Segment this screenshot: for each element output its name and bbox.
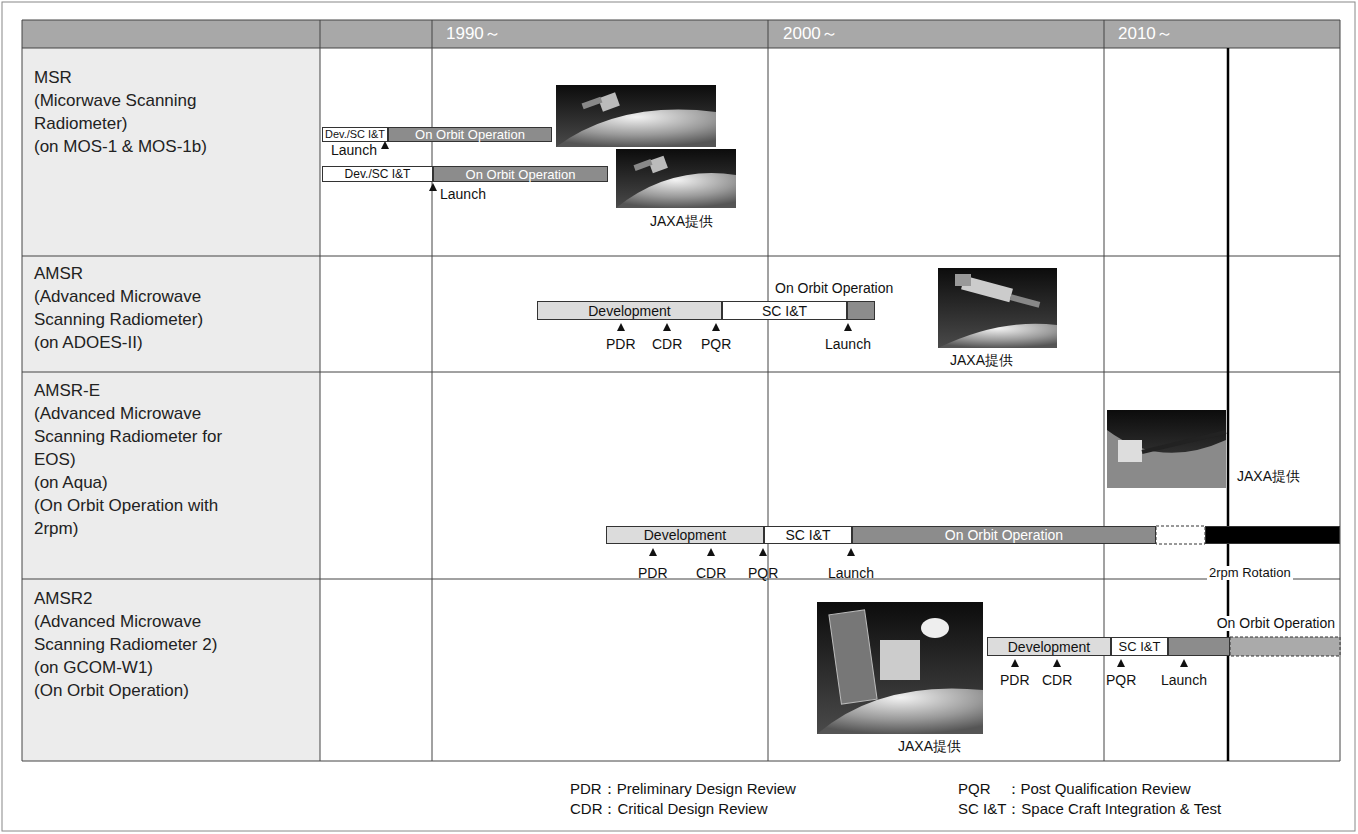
satellite-photo bbox=[556, 85, 716, 147]
timeline-bar: Development bbox=[537, 301, 722, 320]
row-title: (Advanced Microwave Scanning Radiometer) bbox=[34, 285, 234, 331]
credit-label: JAXA提供 bbox=[950, 352, 1013, 368]
bar-label: On Orbit Operation bbox=[773, 281, 895, 296]
bar-label: On Orbit Operation bbox=[415, 128, 525, 141]
row-title: (on GCOM-W1) bbox=[34, 656, 234, 679]
bar-label: Development bbox=[1008, 640, 1091, 654]
timeline-bar: SC I&T bbox=[764, 526, 852, 544]
credit-label: JAXA提供 bbox=[898, 738, 961, 754]
milestone-label: CDR bbox=[696, 565, 726, 581]
glossary-entry: SC I&T：Space Craft Integration & Test bbox=[958, 800, 1221, 817]
milestone-label: CDR bbox=[652, 336, 682, 352]
planned-segment bbox=[1230, 637, 1340, 656]
timeline-bar: On Orbit Operation bbox=[847, 301, 875, 320]
bar-label: SC I&T bbox=[1119, 640, 1161, 653]
row-title: (on ADOES-II) bbox=[34, 331, 234, 354]
timeline-bar: On Orbit Operation bbox=[1168, 637, 1230, 656]
milestone-label: Launch bbox=[440, 186, 486, 202]
row-title: (Advanced Microwave Scanning Radiometer … bbox=[34, 402, 234, 471]
bar-label: On Orbit Operation bbox=[945, 528, 1063, 542]
timeline-bar: Development bbox=[987, 637, 1111, 656]
credit-label: JAXA提供 bbox=[650, 213, 713, 229]
row-title: (Micorwave Scanning Radiometer) bbox=[34, 89, 234, 135]
row-title: AMSR-E bbox=[34, 379, 234, 402]
milestone-label: Launch bbox=[828, 565, 874, 581]
row-title: AMSR bbox=[34, 262, 234, 285]
bar-label: SC I&T bbox=[762, 304, 807, 318]
milestone-label: Launch bbox=[331, 142, 377, 158]
bar-label: Dev./SC I&T bbox=[345, 168, 411, 180]
row-title: MSR bbox=[34, 66, 234, 89]
timeline-bar: SC I&T bbox=[722, 301, 847, 320]
row-title: (on Aqua) bbox=[34, 471, 234, 494]
row-title: (On Orbit Operation) bbox=[34, 679, 234, 702]
timeline-bar: 2rpm Rotation bbox=[1205, 526, 1340, 544]
milestone-marker bbox=[381, 141, 1188, 667]
row-title: (on MOS-1 & MOS-1b) bbox=[34, 135, 234, 158]
timeline-bar: On Orbit Operation bbox=[388, 127, 552, 142]
timeline-bar: Dev./SC I&T bbox=[322, 166, 433, 182]
satellite-photo bbox=[817, 602, 983, 734]
row-title: (On Orbit Operation with 2rpm) bbox=[34, 494, 234, 540]
period-header: 2010～ bbox=[1118, 24, 1173, 44]
row-title: (Advanced Microwave Scanning Radiometer … bbox=[34, 610, 234, 656]
bar-label: On Orbit Operation bbox=[466, 168, 576, 181]
credit-label: JAXA提供 bbox=[1237, 468, 1300, 484]
bar-label: Development bbox=[588, 304, 671, 318]
milestone-label: PDR bbox=[606, 336, 636, 352]
grid-lines bbox=[22, 20, 1340, 761]
period-header: 2000～ bbox=[783, 24, 838, 44]
timeline-bar: Dev./SC I&T bbox=[322, 127, 388, 142]
milestone-label: PQR bbox=[1106, 672, 1136, 688]
glossary-entry: PQR ：Post Qualification Review bbox=[958, 780, 1191, 797]
planned-segment bbox=[1156, 526, 1205, 544]
milestone-label: PQR bbox=[701, 336, 731, 352]
satellite-photo bbox=[1107, 410, 1226, 488]
milestone-label: PQR bbox=[748, 565, 778, 581]
header-band bbox=[22, 20, 1340, 48]
timeline-bar: SC I&T bbox=[1111, 637, 1168, 656]
bar-label: Dev./SC I&T bbox=[325, 129, 385, 140]
bar-label: 2rpm Rotation bbox=[1207, 566, 1293, 580]
timeline-bar: On Orbit Operation bbox=[433, 166, 608, 182]
row-title: AMSR2 bbox=[34, 587, 234, 610]
milestone-label: Launch bbox=[1161, 672, 1207, 688]
bar-label: On Orbit Operation bbox=[1215, 616, 1337, 631]
milestone-label: Launch bbox=[825, 336, 871, 352]
row-header-fill bbox=[22, 48, 320, 761]
milestone-label: PDR bbox=[1000, 672, 1030, 688]
glossary-entry: PDR：Preliminary Design Review bbox=[570, 780, 796, 797]
timeline-bar: Development bbox=[606, 526, 764, 544]
bar-label: SC I&T bbox=[785, 528, 830, 542]
milestone-label: CDR bbox=[1042, 672, 1072, 688]
milestone-label: PDR bbox=[638, 565, 668, 581]
period-header: 1990～ bbox=[446, 24, 501, 44]
bar-label: Development bbox=[644, 528, 727, 542]
satellite-photo bbox=[938, 268, 1057, 348]
glossary-entry: CDR：Critical Design Review bbox=[570, 800, 768, 817]
satellite-photo bbox=[616, 149, 736, 208]
timeline-bar: On Orbit Operation bbox=[852, 526, 1156, 544]
